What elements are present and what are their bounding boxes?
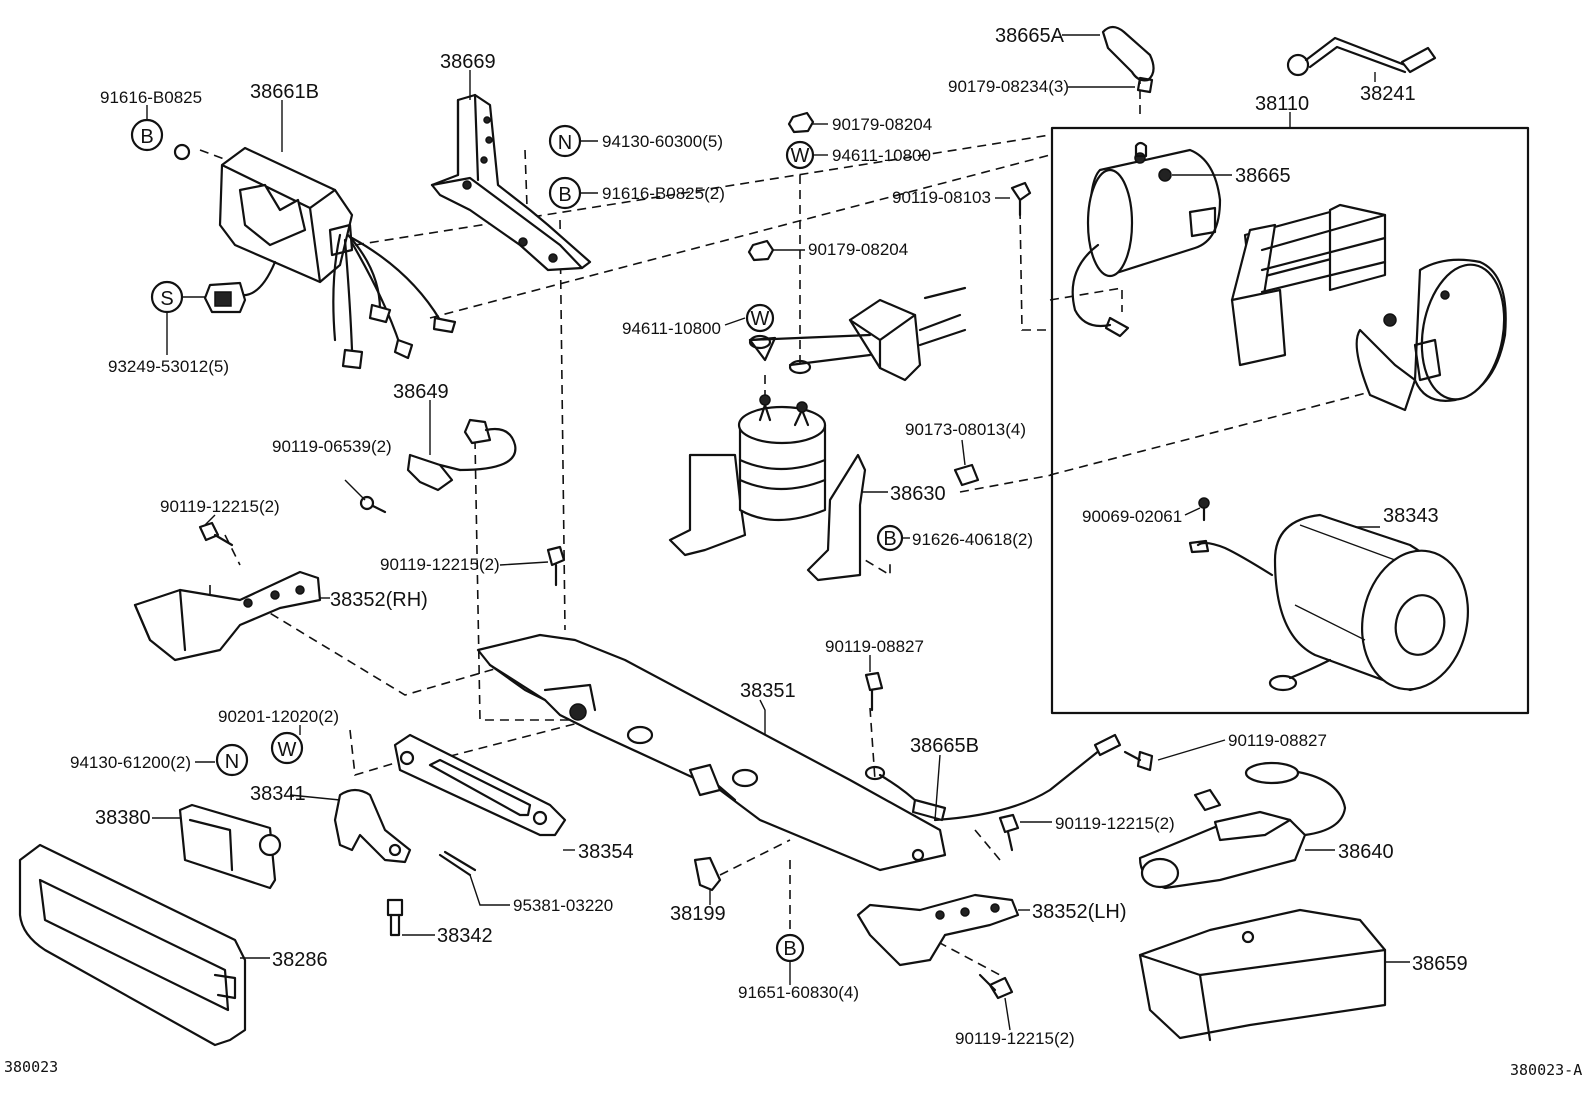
label-38354: 38354: [578, 841, 634, 863]
label-94611-10800-a: 94611-10800: [832, 146, 931, 165]
label-90119-12215-c: 90119-12215(2): [1055, 814, 1175, 833]
case-38659: [1138, 908, 1387, 1042]
label-90119-12215-a: 90119-12215(2): [160, 497, 280, 516]
figure-code-left: 380023: [4, 1058, 58, 1076]
bracket-38669: [430, 93, 592, 272]
handle-38241: [1286, 36, 1437, 77]
label-90069-02061: 90069-02061: [1082, 507, 1182, 526]
svg-text:W: W: [751, 308, 770, 330]
label-38342: 38342: [437, 925, 493, 947]
winch-drum: [1230, 203, 1507, 412]
small-hardware: [198, 111, 1154, 1000]
label-38661B: 38661B: [250, 81, 319, 103]
label-38665B: 38665B: [910, 735, 979, 757]
label-90179-08204-b: 90179-08204: [808, 240, 908, 259]
control-box: [173, 143, 457, 370]
label-90119-12215-d: 90119-12215(2): [955, 1029, 1075, 1048]
bolt-head: [1134, 141, 1148, 158]
badge-b-top: B: [130, 118, 164, 152]
badge-b-bottom: B: [775, 933, 805, 963]
label-91616-B0825: 91616-B0825: [100, 88, 202, 107]
label-38665A: 38665A: [995, 25, 1065, 47]
label-38352-lh: 38352(LH): [1032, 901, 1127, 923]
winch-assembly-box: [1050, 126, 1530, 715]
badge-s-left: S: [150, 280, 184, 314]
label-94130-60300: 94130-60300(5): [602, 132, 723, 151]
badge-w-low: W: [270, 731, 304, 765]
badge-w-top: W: [785, 140, 815, 170]
label-38351: 38351: [740, 680, 796, 702]
label-38286: 38286: [272, 949, 328, 971]
clip-38199: [693, 856, 722, 892]
svg-text:B: B: [783, 938, 796, 960]
label-38649: 38649: [393, 381, 449, 403]
label-91626-40618: 91626-40618(2): [912, 530, 1033, 549]
bracket-38352-rh: [133, 570, 322, 662]
remote-38640: [1138, 761, 1347, 890]
svg-text:B: B: [883, 528, 896, 550]
label-38241: 38241: [1360, 83, 1416, 105]
relay-bracket: [748, 286, 967, 382]
badge-w-mid: W: [745, 303, 775, 333]
label-90119-08827-a: 90119-08827: [825, 637, 924, 656]
svg-text:W: W: [791, 145, 810, 167]
plate-38380: [178, 803, 282, 890]
svg-text:B: B: [140, 126, 153, 148]
label-95381-03220: 95381-03220: [513, 896, 613, 915]
label-38343: 38343: [1383, 505, 1439, 527]
label-38640: 38640: [1338, 841, 1394, 863]
badge-n-low: N: [215, 743, 249, 777]
label-38110: 38110: [1255, 93, 1309, 115]
label-93249-53012: 93249-53012(5): [108, 357, 229, 376]
label-90179-08234: 90179-08234(3): [948, 77, 1069, 96]
badge-b-mid: B: [548, 176, 582, 210]
label-38199: 38199: [670, 903, 726, 925]
solenoid-38630: [668, 336, 867, 582]
label-90179-08204-a: 90179-08204: [832, 115, 932, 134]
label-38380: 38380: [95, 807, 151, 829]
cross-member-38351: [476, 633, 947, 872]
svg-text:S: S: [160, 288, 173, 310]
label-90173-08013: 90173-08013(4): [905, 420, 1026, 439]
badge-n-top: N: [548, 124, 582, 158]
label-91651-60830: 91651-60830(4): [738, 983, 859, 1002]
label-38341: 38341: [250, 783, 306, 805]
svg-text:B: B: [558, 184, 571, 206]
label-38659: 38659: [1412, 953, 1468, 975]
label-38669: 38669: [440, 51, 496, 73]
label-38352-rh: 38352(RH): [330, 589, 428, 611]
label-90119-06539: 90119-06539(2): [272, 437, 392, 456]
assembly-guide-lines: [199, 75, 1371, 976]
label-90119-08103: 90119-08103: [892, 188, 991, 207]
svg-text:N: N: [225, 751, 239, 773]
handle-38665A: [1101, 25, 1155, 94]
label-90119-12215-b: 90119-12215(2): [380, 555, 500, 574]
badge-b-solenoid: B: [876, 524, 904, 552]
label-94130-61200: 94130-61200(2): [70, 753, 191, 772]
label-90119-08827-b: 90119-08827: [1228, 731, 1327, 750]
label-38630: 38630: [890, 483, 946, 505]
svg-text:N: N: [558, 132, 572, 154]
winch-motor: [1071, 148, 1222, 338]
label-38665: 38665: [1235, 165, 1291, 187]
cable-38665B: [864, 733, 1122, 822]
label-90201-12020: 90201-12020(2): [218, 707, 339, 726]
leader-lines: [146, 34, 1410, 1031]
label-91616-B0825-2: 91616-B0825(2): [602, 184, 725, 203]
part-labels: 38665A 90179-08234(3) 38241 38110 38665 …: [70, 25, 1468, 1048]
cover-38286: [18, 843, 247, 1047]
fairlead-38354: [393, 733, 567, 837]
bracket-38352-lh: [856, 893, 1020, 967]
label-94611-10800-b: 94611-10800: [622, 319, 721, 338]
svg-text:W: W: [278, 739, 297, 761]
hook-38341: [333, 788, 412, 864]
spare-motor: [1188, 497, 1470, 692]
figure-code-right: 380023-A: [1510, 1061, 1582, 1079]
